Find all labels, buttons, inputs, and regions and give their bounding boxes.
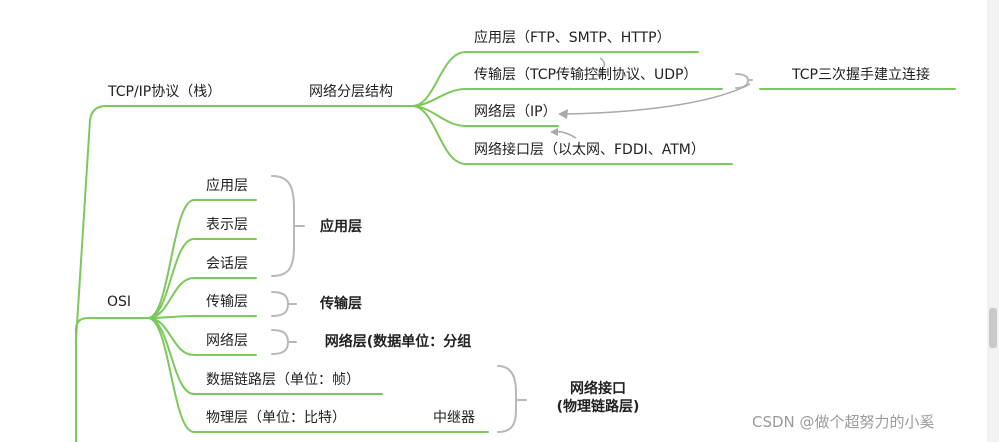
- main-trunk: [75, 317, 149, 442]
- tcpip-layer-network: 网络层（IP）: [474, 104, 557, 120]
- network-layer-structure: 网络分层结构: [309, 84, 393, 100]
- bracket-transport: [271, 291, 297, 317]
- arrowhead-transport: [596, 72, 604, 79]
- osi-layer-presentation: 表示层: [206, 217, 248, 233]
- tcp-handshake-note: TCP三次握手建立连接: [792, 67, 930, 83]
- bracket-interface: [497, 365, 527, 433]
- osi-layer-network: 网络层: [206, 333, 248, 349]
- bracket-network: [271, 329, 297, 355]
- osi-branch-session: [147, 277, 257, 319]
- osi-label: OSI: [107, 294, 132, 310]
- tcpip-layer-application: 应用层（FTP、SMTP、HTTP）: [474, 30, 671, 46]
- group-transport-box: 传输层: [305, 291, 377, 317]
- osi-layer-datalink: 数据链路层（单位：帧）: [206, 372, 360, 388]
- repeater-label: 中继器: [433, 410, 475, 426]
- tcpip-branch-transport: [411, 88, 723, 107]
- osi-branch-transport: [147, 315, 257, 319]
- tcpip-layer-transport: 传输层（TCP传输控制协议、UDP）: [474, 67, 698, 83]
- csdn-watermark: CSDN @做个超努力的小奚: [752, 413, 935, 431]
- group-interface-box: 网络接口 (物理链路层): [530, 374, 666, 424]
- group-network-box: 网络层(数据单位：分组: [305, 329, 491, 355]
- scrollbar-thumb[interactable]: [989, 308, 997, 348]
- arrow-note-to-network: [565, 83, 751, 115]
- arrowhead-network: [558, 109, 568, 119]
- arrowhead-interface: [550, 128, 558, 136]
- osi-branch-network: [147, 317, 257, 356]
- tcpip-branch-interface: [411, 105, 733, 165]
- osi-layer-session: 会话层: [206, 256, 248, 272]
- osi-layer-application: 应用层: [206, 178, 248, 194]
- tcpip-branch-app: [411, 51, 699, 107]
- bracket-application: [271, 175, 305, 277]
- osi-branch-app: [147, 199, 257, 319]
- osi-layer-transport: 传输层: [206, 294, 248, 310]
- group-interface-line2: (物理链路层): [556, 399, 640, 415]
- vertical-scrollbar[interactable]: [987, 0, 999, 442]
- tcpip-label: TCP/IP协议（栈）: [108, 84, 222, 100]
- osi-layer-physical: 物理层（单位：比特）: [206, 410, 346, 426]
- osi-branch-presentation: [147, 238, 257, 319]
- arrow-app-to-transport: [599, 57, 606, 73]
- group-application-box: 应用层: [305, 214, 377, 240]
- trunk-to-tcpip: [75, 105, 301, 341]
- tcpip-layer-interface: 网络接口层（以太网、FDDI、ATM）: [474, 142, 705, 158]
- group-interface-line1: 网络接口: [570, 381, 626, 397]
- osi-branch-physical: [147, 317, 489, 433]
- bracket-note: [735, 73, 753, 89]
